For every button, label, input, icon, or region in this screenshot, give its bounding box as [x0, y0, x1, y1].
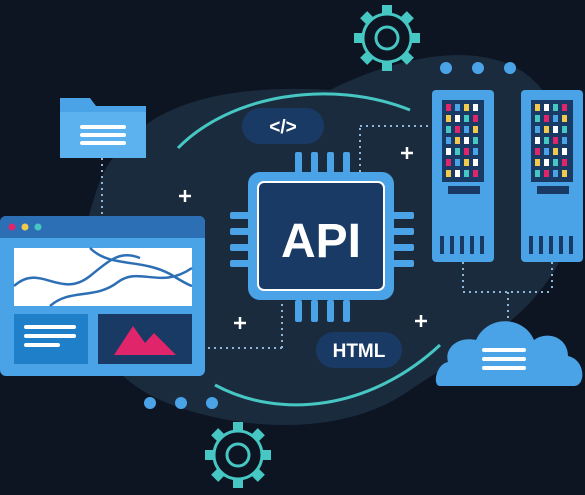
- server-led: [464, 159, 469, 166]
- server-led: [535, 137, 540, 144]
- server-led: [455, 104, 460, 111]
- server-led: [455, 115, 460, 122]
- server-led: [535, 126, 540, 133]
- server-led: [553, 115, 558, 122]
- dotted-connectors: [101, 125, 553, 349]
- gear-icon: [205, 422, 271, 488]
- image-card: [98, 314, 192, 364]
- server-led: [562, 159, 567, 166]
- server-led: [464, 115, 469, 122]
- server-led: [544, 137, 549, 144]
- server-led: [562, 104, 567, 111]
- server-led: [446, 170, 451, 177]
- server-led: [446, 126, 451, 133]
- server-led: [446, 115, 451, 122]
- server-led: [455, 170, 460, 177]
- server-led: [544, 170, 549, 177]
- orbit-arc-bottom: [214, 343, 442, 407]
- server-led: [473, 137, 478, 144]
- server-led: [553, 148, 558, 155]
- window-dot-teal: [34, 223, 42, 231]
- server-led: [562, 126, 567, 133]
- server-led: [553, 104, 558, 111]
- server-led: [446, 104, 451, 111]
- gear-icon: [354, 5, 420, 71]
- code-tag-badge: </>: [242, 108, 324, 144]
- server-led: [473, 115, 478, 122]
- server-led: [544, 148, 549, 155]
- server-led: [535, 159, 540, 166]
- cloud-icon: [435, 321, 583, 386]
- server-led: [464, 104, 469, 111]
- plus-icons: [179, 147, 427, 329]
- server-led: [455, 137, 460, 144]
- window-dot-red: [8, 223, 16, 231]
- server-led: [455, 126, 460, 133]
- server-led: [535, 104, 540, 111]
- server-led: [544, 115, 549, 122]
- server-led: [553, 159, 558, 166]
- dots-bottom-left: [144, 397, 218, 409]
- server-led: [446, 137, 451, 144]
- server-led: [553, 137, 558, 144]
- server-rack-right: [521, 90, 583, 262]
- dots-top-right: [440, 62, 516, 74]
- map-contour-lines: [13, 247, 193, 307]
- server-led: [473, 159, 478, 166]
- server-led: [473, 170, 478, 177]
- api-label: API: [281, 215, 361, 268]
- text-card: [14, 314, 88, 364]
- server-status-lights: [446, 104, 567, 177]
- server-led: [544, 104, 549, 111]
- html-badge: HTML: [316, 332, 402, 368]
- code-tag-label: </>: [269, 117, 296, 138]
- server-led: [455, 159, 460, 166]
- server-led: [544, 126, 549, 133]
- server-led: [553, 126, 558, 133]
- server-led: [464, 170, 469, 177]
- server-led: [562, 170, 567, 177]
- server-led: [473, 148, 478, 155]
- server-led: [446, 148, 451, 155]
- server-led: [562, 148, 567, 155]
- server-led: [473, 126, 478, 133]
- server-led: [562, 137, 567, 144]
- server-led: [535, 148, 540, 155]
- chip-pins: [230, 152, 414, 322]
- server-led: [553, 170, 558, 177]
- api-chip: API: [230, 152, 414, 322]
- server-led: [535, 115, 540, 122]
- server-led: [562, 115, 567, 122]
- server-led: [464, 126, 469, 133]
- browser-window: [0, 216, 205, 376]
- server-led: [473, 104, 478, 111]
- server-rack-left: [432, 90, 494, 262]
- mountain-icon: [114, 326, 176, 355]
- window-dot-yellow: [21, 223, 29, 231]
- server-led: [455, 148, 460, 155]
- server-led: [464, 148, 469, 155]
- server-led: [544, 159, 549, 166]
- server-led: [446, 159, 451, 166]
- orbit-arc-top: [176, 92, 411, 150]
- folder-icon: [60, 98, 146, 158]
- html-badge-label: HTML: [333, 341, 386, 362]
- server-led: [464, 137, 469, 144]
- server-led: [535, 170, 540, 177]
